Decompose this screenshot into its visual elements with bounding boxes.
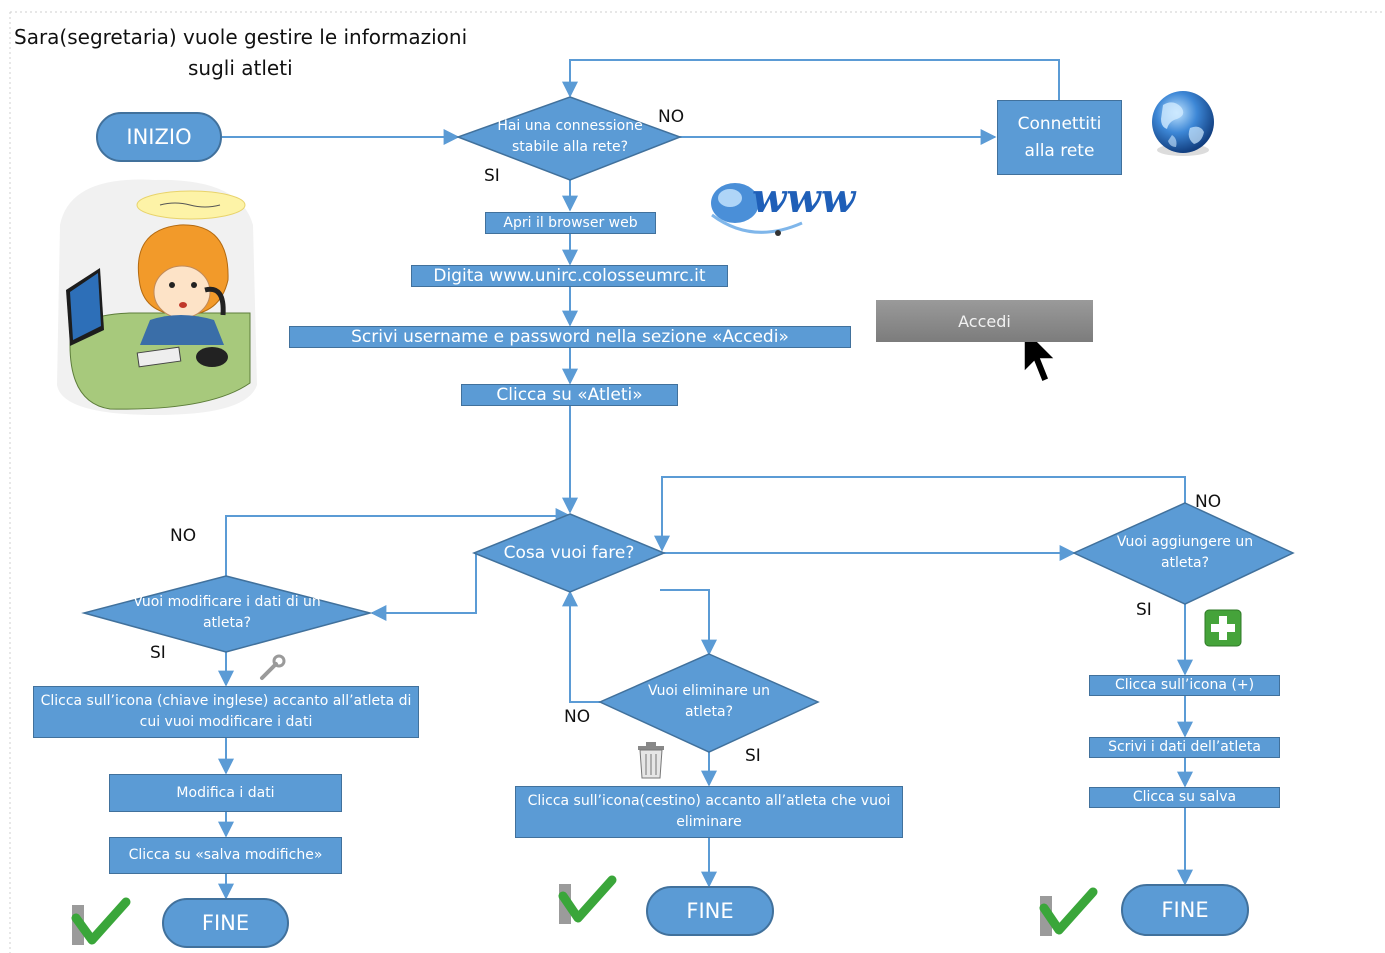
arrow-what-to-modify xyxy=(370,553,477,621)
step-delete-click-box: Clicca sull’icona(cestino) accanto all’a… xyxy=(515,786,903,838)
checkmark-icon-delete xyxy=(558,875,617,924)
step-athletes-box: Clicca su «Atleti» xyxy=(461,384,678,406)
step-modify-save-box: Clicca su «salva modifiche» xyxy=(109,837,342,874)
diagram-title-line1: Sara(segretaria) vuole gestire le inform… xyxy=(14,25,468,49)
globe-icon xyxy=(1152,91,1214,156)
step-add-save-box: Clicca su salva xyxy=(1089,787,1280,808)
decision-add-shape xyxy=(1072,502,1295,605)
accedi-button-illustration: Accedi xyxy=(876,300,1093,342)
decision-modify-shape xyxy=(81,575,373,653)
decision-connection-text: Hai una connessione stabile alla rete? xyxy=(497,118,643,155)
label-add-si: SI xyxy=(1136,600,1152,620)
step-modify-click-box: Clicca sull’icona (chiave inglese) accan… xyxy=(33,686,419,738)
decision-what-shape xyxy=(472,513,666,593)
connectors xyxy=(218,59,1193,900)
arrow-add-no-loop xyxy=(654,476,1186,552)
step-credentials-box: Scrivi username e password nella sezione… xyxy=(289,326,851,348)
label-delete-no: NO xyxy=(564,707,591,727)
decision-delete-text: Vuoi eliminare un atleta? xyxy=(647,683,771,720)
trash-icon xyxy=(638,742,664,779)
step-url-box: Digita www.unirc.colosseumrc.it xyxy=(411,265,728,287)
label-modify-si: SI xyxy=(150,643,166,663)
decision-connection-shape xyxy=(455,96,683,181)
end-terminal-modify: FINE xyxy=(162,898,289,948)
start-terminal: INIZIO xyxy=(96,112,222,162)
diagram-title-line2: sugli atleti xyxy=(188,56,293,80)
decision-modify-text: Vuoi modificare i dati di un atleta? xyxy=(133,594,321,631)
label-connection-si: SI xyxy=(484,166,500,186)
label-delete-si: SI xyxy=(745,746,761,766)
arrow-connect-loop xyxy=(562,59,1060,100)
plus-icon xyxy=(1204,609,1242,647)
checkmark-icon-add xyxy=(1039,887,1098,936)
secretary-illustration xyxy=(57,179,257,415)
wrench-icon xyxy=(260,654,286,680)
checkmark-icon-modify xyxy=(71,897,131,945)
arrow-modify-no-loop xyxy=(225,508,572,578)
step-add-data-box: Scrivi i dati dell’atleta xyxy=(1089,737,1280,758)
end-terminal-add: FINE xyxy=(1121,884,1249,936)
arrow-what-to-delete xyxy=(660,589,717,656)
end-terminal-delete: FINE xyxy=(646,886,774,936)
step-modify-data-box: Modifica i dati xyxy=(109,774,342,812)
www-logo-icon: www xyxy=(711,175,857,236)
decision-delete-shape xyxy=(598,653,820,753)
step-browser-box: Apri il browser web xyxy=(485,212,656,234)
arrow-delete-no-loop xyxy=(562,590,600,703)
label-modify-no: NO xyxy=(170,526,197,546)
svg-text:www: www xyxy=(752,175,857,222)
step-add-click-box: Clicca sull’icona (+) xyxy=(1089,675,1280,696)
decision-what-text: Cosa vuoi fare? xyxy=(503,542,635,563)
label-add-no: NO xyxy=(1195,492,1222,512)
step-connect-box: Connettiti alla rete xyxy=(997,100,1122,175)
decision-add-text: Vuoi aggiungere un atleta? xyxy=(1116,534,1254,571)
label-connection-no: NO xyxy=(658,107,685,127)
